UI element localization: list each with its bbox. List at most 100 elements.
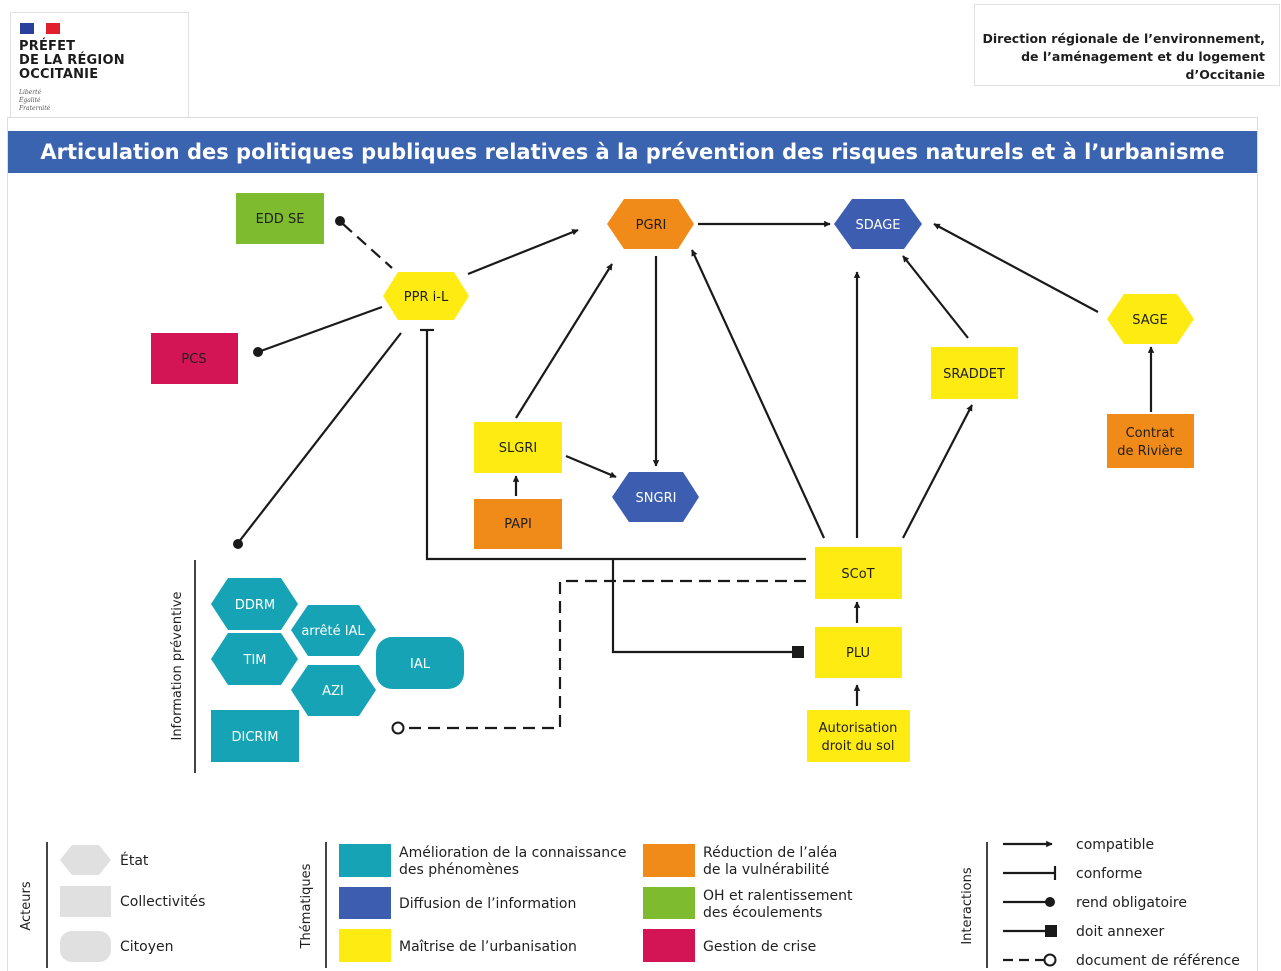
mandatory-ppr-to-pcs <box>257 305 383 354</box>
node-label: SRADDET <box>943 367 1005 382</box>
arrow-scot-to-sraddet <box>902 404 973 539</box>
dot-end-edd <box>335 216 345 226</box>
node-label: SLGRI <box>499 441 537 456</box>
legend-theme-label: OH et ralentissement <box>703 888 853 904</box>
node-label: droit du sol <box>821 739 894 754</box>
legend-reference-circle <box>1043 953 1057 967</box>
republic-flag-icon <box>20 23 60 34</box>
legend-collectivites-label: Collectivités <box>120 894 205 910</box>
square-end-plu <box>792 646 804 658</box>
dot-end-info <box>233 539 243 549</box>
legend-interaction-label: compatible <box>1076 837 1154 853</box>
node-label: Autorisation <box>819 721 898 736</box>
node-label: TIM <box>243 653 267 668</box>
legend-theme-swatch <box>643 929 695 962</box>
legend-theme-label: Amélioration de la connaissance <box>399 845 626 861</box>
prefecture-line: DE LA RÉGION <box>19 53 125 68</box>
dreal-line: Direction régionale de l’environnement, <box>982 31 1266 46</box>
node-dicrim: DICRIM <box>211 710 299 762</box>
motto-line: Fraternité <box>19 105 51 112</box>
node-label: SDAGE <box>856 218 901 233</box>
legend-interaction-label: conforme <box>1076 866 1142 882</box>
node-autorisation: Autorisation droit du sol <box>807 710 910 762</box>
legend-interaction-label: rend obligatoire <box>1076 895 1187 911</box>
legend-theme-swatch <box>643 844 695 877</box>
node-label: de Rivière <box>1117 444 1182 459</box>
legend-state-label: État <box>120 852 149 869</box>
node-arrete-ial: arrêté IAL <box>291 605 376 656</box>
prefecture-logo-block: PRÉFET DE LA RÉGION OCCITANIE Liberté Ég… <box>10 12 189 118</box>
node-edd-se: EDD SE <box>236 193 324 244</box>
node-label: SAGE <box>1132 313 1167 328</box>
node-contrat-riviere: Contrat de Rivière <box>1107 414 1194 468</box>
node-slgri: SLGRI <box>474 422 562 473</box>
reference-edd-to-ppr <box>342 223 393 269</box>
arrow-slgri-to-sngri <box>565 454 617 479</box>
node-label: EDD SE <box>256 212 305 227</box>
legend-theme-swatch <box>643 887 695 919</box>
connectors <box>237 220 1155 730</box>
node-sngri: SNGRI <box>612 472 699 522</box>
node-sage: SAGE <box>1107 294 1194 344</box>
node-tim: TIM <box>211 633 298 685</box>
prefecture-line: PRÉFET <box>19 39 76 54</box>
node-label: arrêté IAL <box>301 624 365 639</box>
republic-motto: Liberté Égalité Fraternité <box>19 89 50 113</box>
node-plu: PLU <box>815 627 902 678</box>
node-label: DDRM <box>235 598 275 613</box>
dot-end-pcs <box>253 347 263 357</box>
node-label: PPR i-L <box>404 290 449 305</box>
node-label: PLU <box>846 646 870 661</box>
legend-collectivites-rect <box>60 886 111 917</box>
dreal-name: Direction régionale de l’environnement, … <box>983 30 1266 84</box>
diagram-title: Articulation des politiques publiques re… <box>40 140 1225 164</box>
arrow-ppr-to-pgri <box>467 228 579 276</box>
node-label: SNGRI <box>636 491 677 506</box>
legend-theme-swatch <box>339 929 391 962</box>
legend-annexer-square <box>1045 925 1057 937</box>
node-pcs: PCS <box>151 333 238 384</box>
conforme-scot-to-ppr <box>425 330 806 561</box>
dreal-block: Direction régionale de l’environnement, … <box>974 4 1280 86</box>
prefecture-line: OCCITANIE <box>19 67 99 82</box>
node-ddrm: DDRM <box>211 578 298 630</box>
motto-line: Égalité <box>19 97 41 104</box>
node-label: PCS <box>181 352 206 367</box>
node-label: SCoT <box>841 567 874 582</box>
legend-theme-label: Gestion de crise <box>703 939 816 955</box>
legend-theme-label: Maîtrise de l’urbanisation <box>399 939 577 955</box>
node-label: PAPI <box>504 517 532 532</box>
legend-theme-swatch <box>339 887 391 919</box>
node-label: AZI <box>322 684 344 699</box>
annex-line-to-plu <box>611 559 792 654</box>
node-papi: PAPI <box>474 499 562 549</box>
legend-citoyen-rounded <box>60 931 111 962</box>
node-azi: AZI <box>291 665 376 716</box>
node-pgri: PGRI <box>607 199 694 249</box>
diagram-frame <box>7 117 1258 971</box>
arrow-sraddet-to-sdage <box>902 255 969 339</box>
node-sraddet: SRADDET <box>931 347 1018 399</box>
legend-actors-heading: Acteurs <box>19 881 34 930</box>
legend-interactions-heading: Interactions <box>960 867 975 945</box>
arrow-sage-to-sdage <box>933 223 1099 313</box>
legend-state-hexagon <box>60 845 111 875</box>
dreal-line: d’Occitanie <box>1185 67 1266 82</box>
legend-themes-heading: Thématiques <box>299 863 314 949</box>
legend-citoyen-label: Citoyen <box>120 939 174 955</box>
node-label: IAL <box>410 657 431 672</box>
node-label: PGRI <box>636 218 667 233</box>
motto-line: Liberté <box>19 89 42 96</box>
legend-theme-label: de la vulnérabilité <box>703 862 829 878</box>
legend-theme-swatch <box>339 844 391 877</box>
arrow-scot-to-pgri <box>691 249 825 539</box>
legend-theme-label: Diffusion de l’information <box>399 896 576 912</box>
reference-scot-to-dicrim <box>404 579 806 730</box>
title-banner: Articulation des politiques publiques re… <box>8 131 1257 173</box>
legend-interaction-label: doit annexer <box>1076 924 1164 940</box>
node-ppr: PPR i-L <box>383 272 469 320</box>
legend-obligatoire-dot <box>1045 897 1055 907</box>
node-ial: IAL <box>376 637 464 689</box>
open-circle-dicrim <box>391 721 405 735</box>
